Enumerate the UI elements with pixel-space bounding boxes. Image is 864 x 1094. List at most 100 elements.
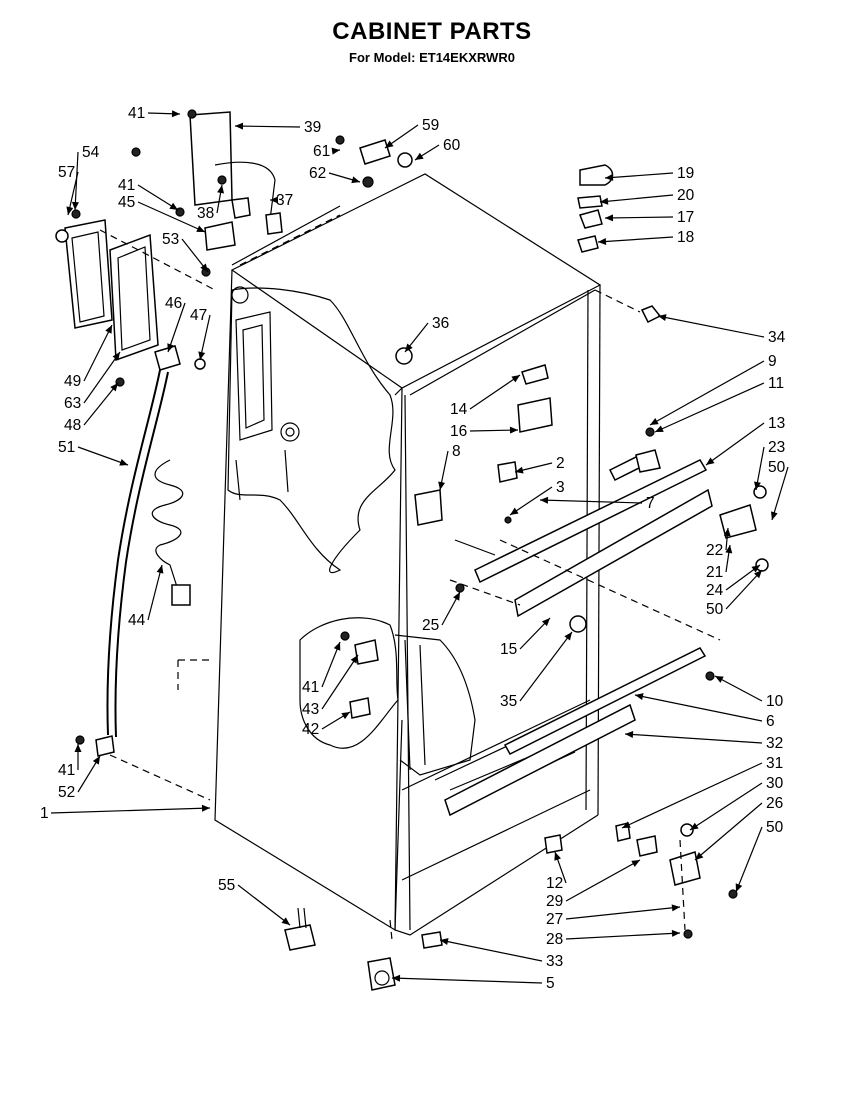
leader-arrow-16 xyxy=(509,426,518,434)
leader-line-50 xyxy=(771,466,789,521)
vent-panels xyxy=(64,111,283,362)
callout-18: 18 xyxy=(677,229,694,246)
callout-31: 31 xyxy=(766,755,783,772)
leader-arrow-18 xyxy=(598,237,607,245)
leader-lines xyxy=(50,110,789,984)
leader-arrow-43 xyxy=(350,655,358,664)
leader-arrow-2 xyxy=(515,466,524,474)
leader-line-34 xyxy=(657,315,765,338)
leader-line-32 xyxy=(624,733,763,744)
leader-arrow-23 xyxy=(754,481,761,490)
leader-arrow-34 xyxy=(658,314,667,321)
callout-49: 49 xyxy=(64,373,81,390)
callout-50: 50 xyxy=(766,819,784,836)
callout-26: 26 xyxy=(766,795,783,812)
page-title: CABINET PARTS xyxy=(332,18,532,45)
callout-5: 5 xyxy=(546,975,555,992)
leader-arrow-26 xyxy=(695,852,704,860)
leader-arrow-51 xyxy=(119,458,128,466)
leader-line-48 xyxy=(83,382,119,426)
leader-line-26 xyxy=(694,802,763,861)
callout-16: 16 xyxy=(450,423,467,440)
leader-arrow-20 xyxy=(600,197,609,205)
leader-arrow-54 xyxy=(71,201,79,210)
leader-arrow-60 xyxy=(415,152,424,160)
leader-arrow-47 xyxy=(198,351,206,360)
leg-and-roller xyxy=(284,907,396,991)
leader-arrow-11 xyxy=(655,425,664,432)
callout-38: 38 xyxy=(197,205,214,222)
callout-44: 44 xyxy=(128,612,146,629)
callout-48: 48 xyxy=(64,417,81,434)
leader-arrow-36 xyxy=(405,343,413,352)
leader-arrow-35 xyxy=(564,632,572,641)
leader-line-29 xyxy=(565,859,641,902)
hinge-hardware xyxy=(414,164,769,949)
callout-30: 30 xyxy=(766,775,784,792)
leader-line-50 xyxy=(725,569,763,610)
callout-28: 28 xyxy=(546,931,563,948)
callout-39: 39 xyxy=(304,119,321,136)
leader-arrow-52 xyxy=(92,756,100,765)
callout-9: 9 xyxy=(768,353,777,370)
callout-37: 37 xyxy=(276,192,293,209)
leader-arrow-21 xyxy=(725,545,733,554)
assembly-dashes xyxy=(99,214,686,941)
leader-arrow-44 xyxy=(156,565,164,574)
leader-line-49 xyxy=(83,324,113,382)
leader-arrow-22 xyxy=(723,528,731,537)
callout-41: 41 xyxy=(128,105,145,122)
leader-arrow-24 xyxy=(751,565,760,573)
callout-19: 19 xyxy=(677,165,694,182)
callout-14: 14 xyxy=(450,401,468,418)
callout-60: 60 xyxy=(443,137,461,154)
callout-29: 29 xyxy=(546,893,563,910)
leader-line-17 xyxy=(604,216,674,219)
leader-arrow-28 xyxy=(671,929,680,937)
callout-53: 53 xyxy=(162,231,179,248)
leader-arrow-53 xyxy=(200,263,208,272)
callout-52: 52 xyxy=(58,784,75,801)
leader-line-44 xyxy=(147,564,163,621)
leader-arrow-17 xyxy=(605,214,614,222)
callout-23: 23 xyxy=(768,439,785,456)
callout-6: 6 xyxy=(766,713,775,730)
model-subtitle: For Model: ET14EKXRWR0 xyxy=(349,50,515,65)
callout-21: 21 xyxy=(706,564,723,581)
leader-line-3 xyxy=(509,486,553,516)
callout-17: 17 xyxy=(677,209,694,226)
leader-arrow-50 xyxy=(735,883,743,892)
leader-line-39 xyxy=(234,125,301,128)
leader-arrow-41 xyxy=(333,642,341,651)
leader-arrow-9 xyxy=(650,418,659,425)
leader-arrow-62 xyxy=(351,176,360,184)
callout-50: 50 xyxy=(706,601,724,618)
callout-8: 8 xyxy=(452,443,461,460)
callout-50: 50 xyxy=(768,459,786,476)
callout-46: 46 xyxy=(165,295,182,312)
leader-arrow-13 xyxy=(706,457,715,465)
leader-arrow-45 xyxy=(196,225,205,232)
leader-line-16 xyxy=(469,429,519,432)
leader-arrow-15 xyxy=(541,618,550,627)
leader-line-13 xyxy=(705,422,765,466)
leader-line-18 xyxy=(597,236,674,243)
callout-15: 15 xyxy=(500,641,517,658)
rails xyxy=(444,453,721,817)
screws xyxy=(55,109,738,939)
liner-cutaway xyxy=(227,286,396,574)
leader-line-14 xyxy=(469,374,521,410)
callout-59: 59 xyxy=(422,117,439,134)
leader-arrow-41 xyxy=(169,202,178,210)
leader-arrow-33 xyxy=(440,938,449,946)
leader-arrow-41 xyxy=(74,744,82,752)
leader-line-5 xyxy=(391,977,543,984)
leader-arrow-59 xyxy=(385,140,394,148)
callout-63: 63 xyxy=(64,395,81,412)
leader-arrow-46 xyxy=(167,343,174,352)
leader-arrow-55 xyxy=(281,917,290,925)
leader-arrow-32 xyxy=(625,731,634,739)
leader-arrow-19 xyxy=(605,173,614,181)
